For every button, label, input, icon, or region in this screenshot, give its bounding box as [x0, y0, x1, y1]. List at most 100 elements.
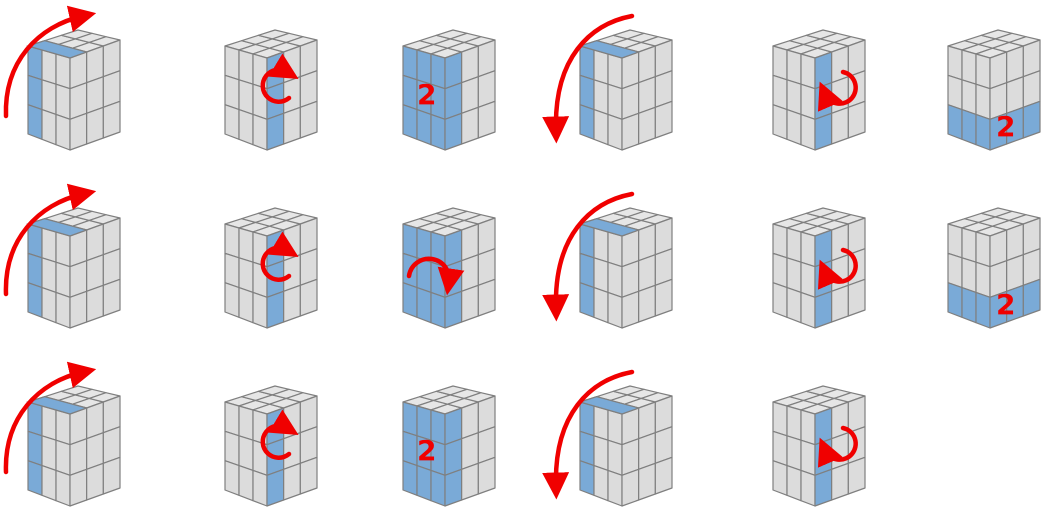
- left-face-sticker: [238, 286, 254, 324]
- turn-count-label: 2: [417, 434, 436, 467]
- left-face-sticker: [800, 469, 816, 507]
- left-face-sticker: [800, 53, 816, 90]
- left-face-sticker: [947, 104, 963, 140]
- left-face-sticker: [41, 108, 57, 146]
- right-face-sticker: [831, 106, 849, 145]
- left-face-sticker: [55, 53, 71, 90]
- left-face-sticker: [224, 282, 240, 318]
- left-face-sticker: [27, 252, 43, 289]
- left-face-sticker: [55, 261, 71, 298]
- left-face-sticker: [430, 291, 446, 329]
- left-face-sticker: [593, 464, 609, 502]
- left-face-sticker: [593, 435, 609, 472]
- left-face-sticker: [579, 282, 595, 318]
- left-face-sticker: [402, 401, 418, 437]
- left-face-sticker: [800, 261, 816, 298]
- cube-r3-c2: [224, 385, 318, 507]
- left-face-sticker: [772, 282, 788, 318]
- left-face-sticker: [772, 104, 788, 140]
- right-face-sticker: [477, 456, 496, 495]
- left-face-sticker: [579, 401, 595, 437]
- left-face-sticker: [252, 291, 268, 329]
- left-face-sticker: [430, 469, 446, 507]
- left-face-sticker: [607, 261, 623, 298]
- left-face-sticker: [607, 53, 623, 90]
- left-face-sticker: [786, 435, 802, 472]
- cube-r3-c1: [3, 361, 121, 507]
- left-face-sticker: [975, 113, 991, 151]
- left-face-sticker: [402, 430, 418, 467]
- top-slice: [25, 396, 89, 415]
- right-face-sticker: [654, 100, 673, 139]
- right-face-sticker: [69, 290, 88, 329]
- left-face-sticker: [41, 464, 57, 502]
- right-face-sticker: [847, 278, 866, 317]
- right-face-sticker: [621, 468, 640, 507]
- left-face-sticker: [55, 409, 71, 446]
- left-face-sticker: [55, 469, 71, 507]
- right-face-sticker: [1022, 100, 1041, 139]
- counterclockwise-arrow-icon: [817, 247, 858, 290]
- right-face-sticker: [461, 284, 479, 323]
- left-face-sticker: [27, 223, 43, 259]
- left-face-sticker: [800, 113, 816, 151]
- arrow-down-icon: [542, 191, 635, 322]
- right-face-sticker: [102, 100, 121, 139]
- left-face-sticker: [961, 257, 977, 294]
- left-face-sticker: [607, 83, 623, 120]
- left-face-sticker: [961, 227, 977, 263]
- left-face-sticker: [41, 79, 57, 116]
- right-face-sticker: [477, 278, 496, 317]
- arrow-up-icon: [3, 183, 97, 297]
- left-face-sticker: [224, 45, 240, 81]
- left-face-sticker: [947, 252, 963, 289]
- left-face-sticker: [975, 231, 991, 268]
- top-slice: [577, 218, 641, 237]
- arrow-down-icon: [542, 13, 635, 144]
- right-face-sticker: [266, 468, 285, 507]
- cube-r1-c2: [224, 29, 318, 151]
- left-face-sticker: [55, 113, 71, 151]
- arrow-up-icon: [3, 5, 97, 119]
- right-face-sticker: [283, 106, 301, 145]
- right-face-sticker: [847, 100, 866, 139]
- left-face-sticker: [786, 286, 802, 324]
- top-slice: [25, 218, 89, 237]
- left-face-sticker: [416, 464, 432, 502]
- left-face-sticker: [55, 439, 71, 476]
- cube-r1-c5: [772, 29, 866, 151]
- right-face-sticker: [654, 278, 673, 317]
- right-face-sticker: [621, 290, 640, 329]
- top-slice: [577, 40, 641, 59]
- left-face-sticker: [41, 49, 57, 85]
- right-face-sticker: [266, 290, 285, 329]
- counterclockwise-arrow-icon: [817, 69, 858, 112]
- left-face-sticker: [402, 45, 418, 81]
- cube-r2-c4: [542, 191, 673, 329]
- left-face-sticker: [772, 74, 788, 111]
- left-face-sticker: [238, 435, 254, 472]
- left-face-sticker: [238, 79, 254, 116]
- right-face-sticker: [814, 112, 833, 151]
- clockwise-arrow-icon: [406, 256, 465, 296]
- left-face-sticker: [772, 401, 788, 437]
- left-face-sticker: [27, 430, 43, 467]
- left-face-sticker: [593, 108, 609, 146]
- right-face-sticker: [299, 100, 318, 139]
- right-face-sticker: [831, 462, 849, 501]
- left-face-sticker: [27, 282, 43, 318]
- cube-r3-c4: [542, 369, 673, 507]
- right-face-sticker: [477, 100, 496, 139]
- left-face-sticker: [402, 223, 418, 259]
- left-face-sticker: [786, 108, 802, 146]
- left-face-sticker: [224, 401, 240, 437]
- left-face-sticker: [402, 74, 418, 111]
- left-face-sticker: [800, 439, 816, 476]
- left-face-sticker: [593, 286, 609, 324]
- left-face-sticker: [800, 83, 816, 120]
- left-face-sticker: [800, 409, 816, 446]
- left-face-sticker: [579, 104, 595, 140]
- left-face-sticker: [27, 74, 43, 111]
- left-face-sticker: [238, 108, 254, 146]
- right-face-sticker: [86, 462, 104, 501]
